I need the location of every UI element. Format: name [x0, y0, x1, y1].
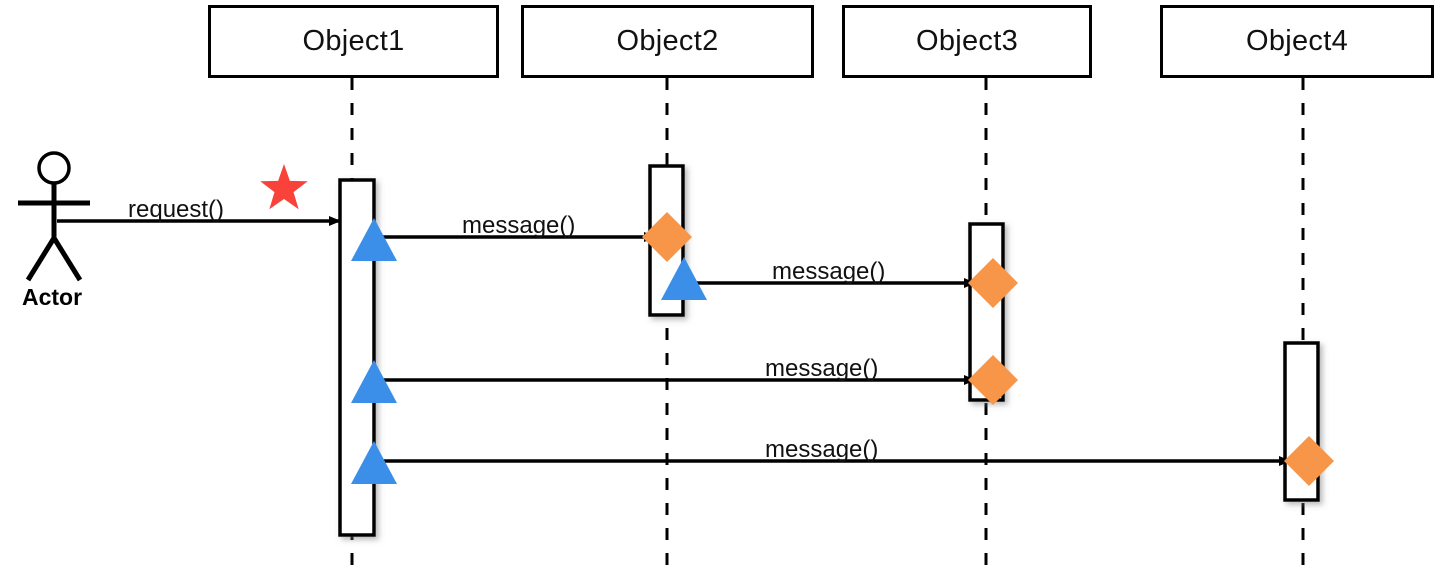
actor-leg-left: [25, 236, 57, 282]
lifeline-header-label: Object1: [302, 25, 405, 57]
orange-diamond-markers-group: [642, 212, 1334, 486]
actor-stick-figure: [18, 151, 90, 282]
message-request-label: request(): [128, 196, 225, 223]
red-star-marker-group: [260, 164, 308, 210]
diamond-2-icon[interactable]: [968, 258, 1018, 308]
diamond-1-icon[interactable]: [642, 212, 692, 262]
message-4-label: message(): [765, 436, 879, 463]
lifeline-header-object3[interactable]: Object3: [842, 5, 1092, 78]
diamond-4-icon[interactable]: [1284, 436, 1334, 486]
diamond-3-icon[interactable]: [968, 355, 1018, 405]
message-2-label: message(): [772, 258, 886, 285]
lifeline-header-object1[interactable]: Object1: [208, 5, 499, 78]
actor-head-icon: [37, 151, 71, 185]
message-1-label: message(): [462, 212, 576, 239]
triangle-4-icon[interactable]: [351, 441, 397, 484]
star-marker-icon[interactable]: [260, 164, 308, 210]
triangle-3-icon[interactable]: [351, 360, 397, 403]
actor-label: Actor: [22, 284, 83, 310]
lifeline-header-label: Object2: [616, 25, 719, 57]
triangle-2-icon[interactable]: [661, 257, 707, 300]
lifeline-header-object4[interactable]: Object4: [1160, 5, 1434, 78]
message-3-label: message(): [765, 355, 879, 382]
message-arrows-group: [57, 216, 1291, 466]
lifeline-header-label: Object4: [1245, 25, 1349, 57]
triangle-1-icon[interactable]: [351, 218, 397, 261]
lifeline-header-label: Object3: [915, 25, 1019, 57]
actor-leg-right: [51, 236, 83, 282]
lifeline-header-object2[interactable]: Object2: [521, 5, 814, 78]
lifeline-dashed-lines: [350, 78, 1305, 568]
blue-triangle-markers-group: [351, 218, 707, 484]
